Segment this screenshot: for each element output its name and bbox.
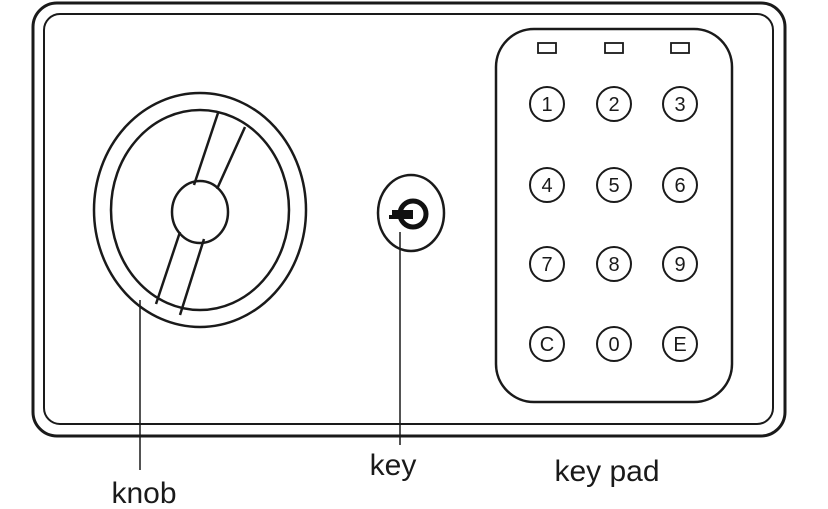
keypad-key-label: E (673, 334, 686, 356)
keypad-key-circle (662, 86, 698, 122)
keypad-key-circle (596, 246, 632, 282)
safe-outer-frame (31, 1, 787, 438)
keypad-key-7-button[interactable]: 7 (529, 246, 565, 282)
key-lock[interactable] (376, 173, 446, 253)
keypad-key-9-button[interactable]: 9 (662, 246, 698, 282)
knob-spoke-upper (192, 112, 247, 190)
keypad-key-circle (529, 326, 565, 362)
keypad-key-label: 0 (608, 334, 619, 356)
keypad-key-label: 6 (674, 175, 685, 197)
indicator-light-1 (537, 42, 557, 54)
keypad-key-4-button[interactable]: 4 (529, 167, 565, 203)
keypad-key-circle (529, 167, 565, 203)
keypad-key-label: 9 (674, 254, 685, 276)
keypad-key-2-button[interactable]: 2 (596, 86, 632, 122)
keypad-key-circle (596, 86, 632, 122)
leader-lines (139, 232, 401, 470)
keypad-key-circle (529, 86, 565, 122)
keypad-key-circle (529, 246, 565, 282)
keypad-key-8-button[interactable]: 8 (596, 246, 632, 282)
keypad-key-1-button[interactable]: 1 (529, 86, 565, 122)
keypad-key-circle (662, 167, 698, 203)
keypad-keys: 1 2 3 4 5 6 7 8 9C 0 E (529, 86, 698, 362)
keypad-panel (494, 27, 734, 404)
keypad-key-label: 5 (608, 175, 619, 197)
keypad-key-e-button[interactable]: E (662, 326, 698, 362)
keypad-indicators (537, 42, 690, 54)
keypad-key-circle (662, 246, 698, 282)
key-lock-bezel (376, 173, 446, 253)
keypad: 1 2 3 4 5 6 7 8 9C 0 E (494, 27, 734, 404)
knob-outer-ring (92, 91, 308, 329)
indicator-light-3 (670, 42, 690, 54)
keypad-key-c-button[interactable]: C (529, 326, 565, 362)
keypad-key-0-button[interactable]: 0 (596, 326, 632, 362)
keypad-key-label: 7 (541, 254, 552, 276)
keypad-key-circle (596, 326, 632, 362)
knob-spoke-lower (154, 231, 206, 316)
keypad-key-label: 3 (674, 94, 685, 116)
keypad-key-circle (662, 326, 698, 362)
safe-body (31, 1, 787, 438)
keypad-key-label: 8 (608, 254, 619, 276)
key-label: key (370, 449, 417, 482)
knob[interactable] (92, 91, 308, 329)
knob-hub (170, 179, 230, 245)
keypad-key-3-button[interactable]: 3 (662, 86, 698, 122)
knob-label: knob (111, 477, 176, 509)
keypad-key-6-button[interactable]: 6 (662, 167, 698, 203)
knob-inner-ring (109, 108, 291, 312)
keypad-key-label: C (540, 334, 554, 356)
keypad-key-label: 1 (541, 94, 552, 116)
indicator-light-2 (604, 42, 624, 54)
keypad-key-label: 2 (608, 94, 619, 116)
key-lock-cylinder-icon (383, 198, 429, 230)
safe-inner-frame (43, 13, 774, 425)
keypad-label: key pad (554, 455, 659, 488)
keypad-key-circle (596, 167, 632, 203)
keypad-key-label: 4 (541, 175, 552, 197)
keypad-key-5-button[interactable]: 5 (596, 167, 632, 203)
